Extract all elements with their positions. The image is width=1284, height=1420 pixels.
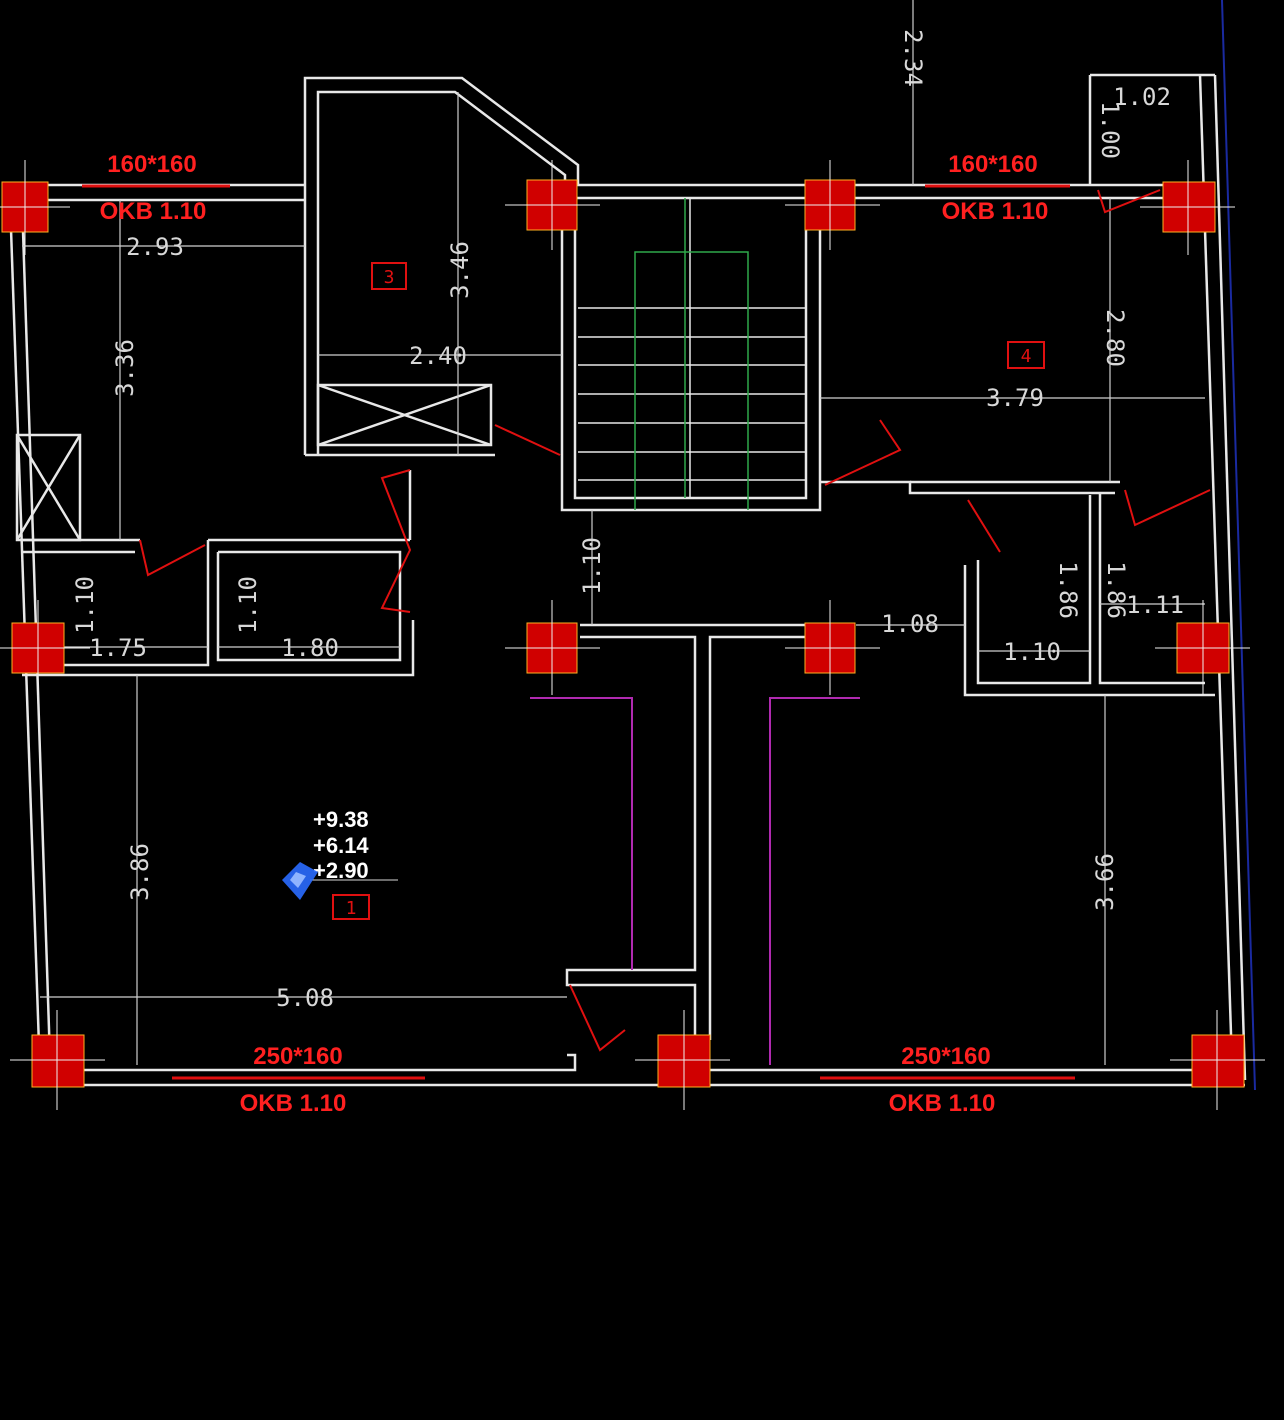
opening-sill-bottom-left: OKB 1.10 bbox=[240, 1090, 347, 1117]
room-tag bbox=[332, 894, 370, 920]
drawing-boundary-line bbox=[1221, 0, 1256, 1091]
elevation-label: +6.14 bbox=[313, 833, 369, 858]
dimension-label: 3.36 bbox=[111, 339, 139, 397]
dimension-label: 1.10 bbox=[234, 576, 262, 634]
opening-size-bottom-right: 250*160 bbox=[901, 1043, 990, 1070]
opening-sill-top-right: OKB 1.10 bbox=[942, 198, 1049, 225]
door-swings bbox=[139, 189, 1211, 1052]
stairs bbox=[578, 198, 806, 510]
dimension-label: 1.86 bbox=[1054, 561, 1082, 619]
dimension-label: 3.86 bbox=[126, 843, 154, 901]
room-tag bbox=[1007, 341, 1045, 369]
room-tag-label: 4 bbox=[1021, 346, 1032, 367]
dimension-label: 1.10 bbox=[578, 537, 606, 595]
dimension-label: 3.79 bbox=[986, 384, 1044, 412]
opening-sill-bottom-right: OKB 1.10 bbox=[889, 1090, 996, 1117]
magenta-lines bbox=[530, 697, 860, 1065]
dimension-label: 2.34 bbox=[899, 29, 927, 87]
dimension-label: 3.66 bbox=[1091, 853, 1119, 911]
dimension-label: 3.46 bbox=[446, 241, 474, 299]
window-openings bbox=[82, 184, 1075, 1080]
dimension-label: 5.08 bbox=[276, 984, 334, 1012]
elevation-label: +2.90 bbox=[313, 858, 369, 883]
dimension-label: 1.00 bbox=[1096, 101, 1124, 159]
opening-sill-top-left: OKB 1.10 bbox=[100, 198, 207, 225]
room-tag bbox=[371, 262, 407, 290]
dimension-label: 2.93 bbox=[126, 233, 184, 261]
dimension-label: 1.80 bbox=[281, 634, 339, 662]
opening-size-bottom-left: 250*160 bbox=[253, 1043, 342, 1070]
opening-size-top-left: 160*160 bbox=[107, 151, 196, 178]
dimension-label: 1.10 bbox=[1003, 638, 1061, 666]
structural-columns bbox=[0, 160, 1265, 1110]
dimension-label: 2.80 bbox=[1101, 309, 1129, 367]
dimension-label: 1.11 bbox=[1126, 591, 1184, 619]
dimension-lines bbox=[22, 0, 1205, 1065]
cad-cursor-grip-icon[interactable] bbox=[282, 862, 318, 900]
dimension-label: 2.40 bbox=[409, 342, 467, 370]
dimension-label: 1.02 bbox=[1113, 83, 1171, 111]
room-tag-label: 3 bbox=[384, 267, 395, 288]
dimension-label: 1.08 bbox=[881, 610, 939, 638]
elevation-label: +9.38 bbox=[313, 807, 369, 832]
room-tag-label: 1 bbox=[346, 898, 357, 919]
column bbox=[31, 1034, 85, 1088]
dimension-label: 1.75 bbox=[89, 634, 147, 662]
column bbox=[1191, 1034, 1245, 1088]
dimension-label: 1.86 bbox=[1102, 561, 1130, 619]
dimension-label: 1.10 bbox=[71, 576, 99, 634]
opening-size-top-right: 160*160 bbox=[948, 151, 1037, 178]
